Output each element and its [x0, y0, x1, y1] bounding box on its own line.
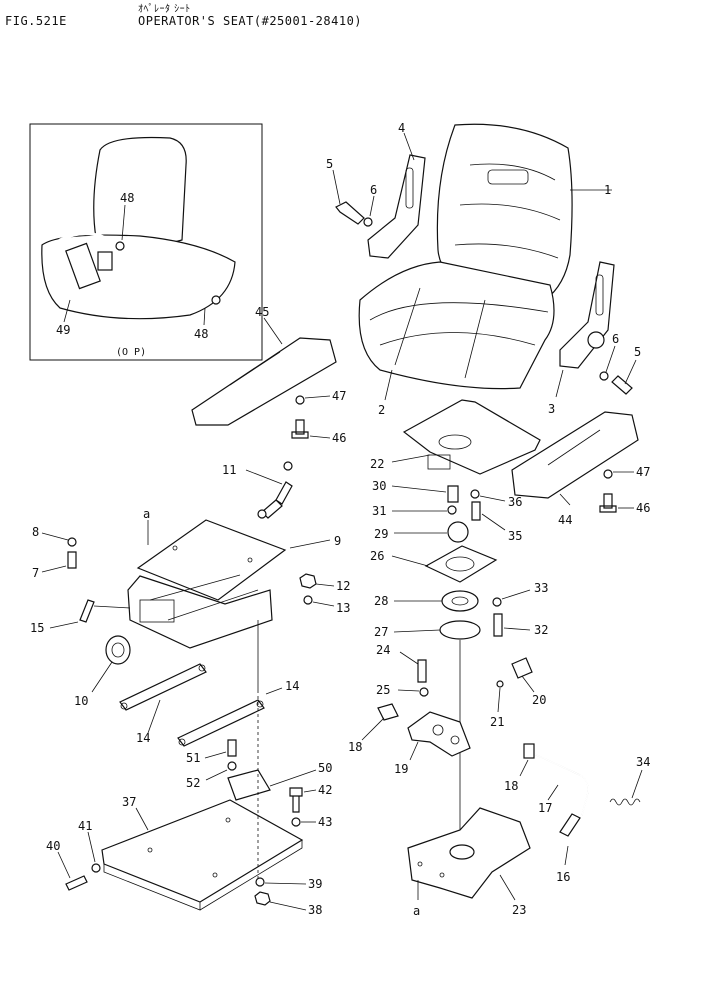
callout-20: 20 — [532, 693, 546, 707]
callout-51: 51 — [186, 751, 200, 765]
callout-48: 48 — [194, 327, 208, 341]
callout-7: 7 — [32, 566, 39, 580]
swivel-plate: 22 — [370, 399, 541, 475]
callout-42: 42 — [318, 783, 332, 797]
suspension-mechanism: 15 10 — [30, 574, 273, 708]
callout-48: 48 — [120, 191, 134, 205]
callout-13: 13 — [336, 601, 350, 615]
callout-47: 47 — [332, 389, 346, 403]
callout-15: 15 — [30, 621, 44, 635]
mount-bracket: 51 52 50 42 43 — [186, 739, 332, 829]
callout-52: 52 — [186, 776, 200, 790]
callout-1: 1 — [604, 183, 611, 197]
callout-38: 38 — [308, 903, 322, 917]
callout-6: 6 — [612, 332, 619, 346]
callout-46: 46 — [636, 501, 650, 515]
callout-19: 19 — [394, 762, 408, 776]
callout-49: 49 — [56, 323, 70, 337]
seat-base: 37 39 38 40 41 — [46, 690, 322, 917]
callout-2: 2 — [378, 403, 385, 417]
callout-27: 27 — [374, 625, 388, 639]
callout-33: 33 — [534, 581, 548, 595]
callout-34: 34 — [636, 755, 650, 769]
callout-18: 18 — [348, 740, 362, 754]
armrest-left: 45 47 46 — [191, 305, 346, 445]
callout-8: 8 — [32, 525, 39, 539]
callout-14: 14 — [136, 731, 150, 745]
callout-14: 14 — [285, 679, 299, 693]
callout-28: 28 — [374, 594, 388, 608]
figure-number: FIG.521E — [5, 14, 67, 28]
callout-43: 43 — [318, 815, 332, 829]
callout-29: 29 — [374, 527, 388, 541]
callout-36: 36 — [508, 495, 522, 509]
swivel-lock-bracket: 19 24 25 18 20 21 — [348, 643, 546, 776]
backrest-brackets: 4 3 5 6 5 6 — [326, 121, 641, 416]
callout-17: 17 — [538, 801, 552, 815]
inset-option-seatbelt: 48 48 49 (O P) — [29, 123, 263, 361]
callout-44: 44 — [558, 513, 572, 527]
callout-24: 24 — [376, 643, 390, 657]
ref-a: a — [143, 507, 150, 521]
callout-40: 40 — [46, 839, 60, 853]
callout-47: 47 — [636, 465, 650, 479]
callout-9: 9 — [334, 534, 341, 548]
seat-back: 1 — [436, 123, 612, 301]
figure-title: OPERATOR'S SEAT(#25001-28410) — [138, 14, 363, 28]
callout-39: 39 — [308, 877, 322, 891]
callout-18: 18 — [504, 779, 518, 793]
callout-31: 31 — [372, 504, 386, 518]
callout-45: 45 — [255, 305, 269, 319]
seat-cushion: 2 — [358, 261, 555, 417]
callout-12: 12 — [336, 579, 350, 593]
callout-5: 5 — [634, 345, 641, 359]
slide-rails: 14 14 — [119, 663, 299, 747]
callout-10: 10 — [74, 694, 88, 708]
callout-50: 50 — [318, 761, 332, 775]
callout-35: 35 — [508, 529, 522, 543]
callout-5: 5 — [326, 157, 333, 171]
callout-6: 6 — [370, 183, 377, 197]
callout-37: 37 — [122, 795, 136, 809]
suspension-top-plate: 9 a 8 7 11 12 13 — [32, 461, 350, 615]
ref-a: a — [413, 904, 420, 918]
callout-23: 23 — [512, 903, 526, 917]
swivel-base-bracket: 23 a — [407, 807, 531, 918]
center-fasteners: 30 31 36 35 29 — [372, 479, 522, 543]
title-japanese: ｵﾍﾟﾚｰﾀ ｼｰﾄ — [138, 4, 191, 15]
inset-caption: (O P) — [116, 347, 146, 358]
swivel-bearing: 26 28 27 33 32 — [370, 545, 548, 830]
callout-30: 30 — [372, 479, 386, 493]
callout-21: 21 — [490, 715, 504, 729]
swivel-lever: 18 17 16 34 — [470, 743, 650, 884]
callout-46: 46 — [332, 431, 346, 445]
callout-22: 22 — [370, 457, 384, 471]
callout-3: 3 — [548, 402, 555, 416]
armrest-right: 44 47 46 — [511, 411, 650, 527]
callout-32: 32 — [534, 623, 548, 637]
callout-41: 41 — [78, 819, 92, 833]
callout-25: 25 — [376, 683, 390, 697]
callout-11: 11 — [222, 463, 236, 477]
callout-16: 16 — [556, 870, 570, 884]
callout-4: 4 — [398, 121, 405, 135]
callout-26: 26 — [370, 549, 384, 563]
